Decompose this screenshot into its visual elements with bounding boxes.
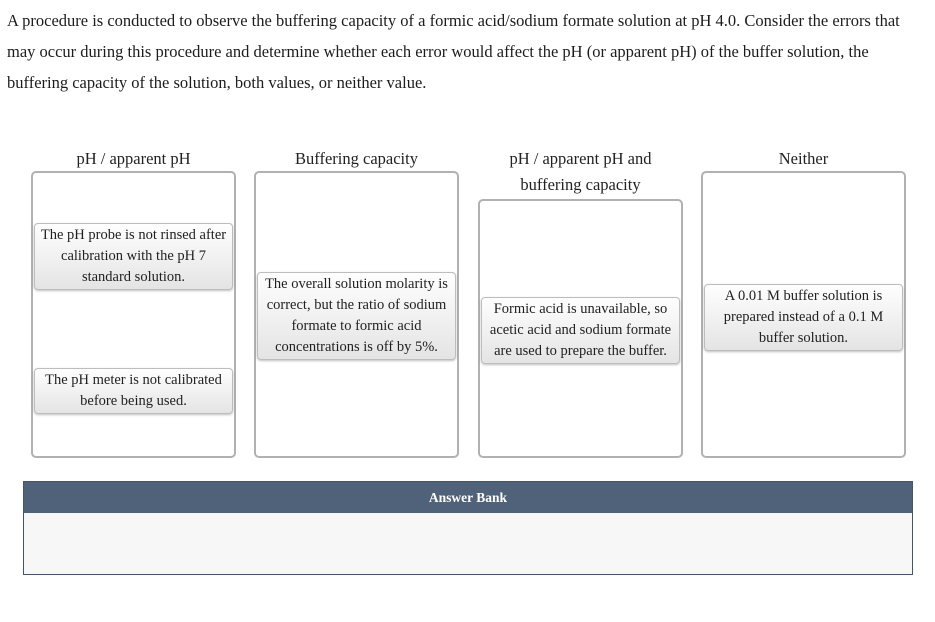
answer-card[interactable]: The pH probe is not rinsed after calibra… xyxy=(34,223,233,290)
dropzone-ph-apparent-ph[interactable]: The pH probe is not rinsed after calibra… xyxy=(31,171,236,458)
dropzone-both[interactable]: Formic acid is unavailable, so acetic ac… xyxy=(478,199,683,458)
question-text: A procedure is conducted to observe the … xyxy=(7,11,900,92)
answer-card[interactable]: Formic acid is unavailable, so acetic ac… xyxy=(481,297,680,364)
category-label-both: pH / apparent pH and buffering capacity xyxy=(509,149,652,194)
answer-bank-area[interactable] xyxy=(24,513,912,574)
answer-bank: Answer Bank xyxy=(23,481,913,575)
answer-card[interactable]: The pH meter is not calibrated before be… xyxy=(34,368,233,414)
category-label-ph-apparent-ph: pH / apparent pH xyxy=(76,149,191,168)
answer-bank-header: Answer Bank xyxy=(24,482,912,513)
answer-card[interactable]: A 0.01 M buffer solution is prepared ins… xyxy=(704,284,903,351)
category-label-buffering-capacity: Buffering capacity xyxy=(295,149,418,168)
dropzone-buffering-capacity[interactable]: The overall solution molarity is correct… xyxy=(254,171,459,458)
category-label-neither: Neither xyxy=(778,149,829,168)
answer-card[interactable]: The overall solution molarity is correct… xyxy=(257,272,456,360)
dropzone-neither[interactable]: A 0.01 M buffer solution is prepared ins… xyxy=(701,171,906,458)
